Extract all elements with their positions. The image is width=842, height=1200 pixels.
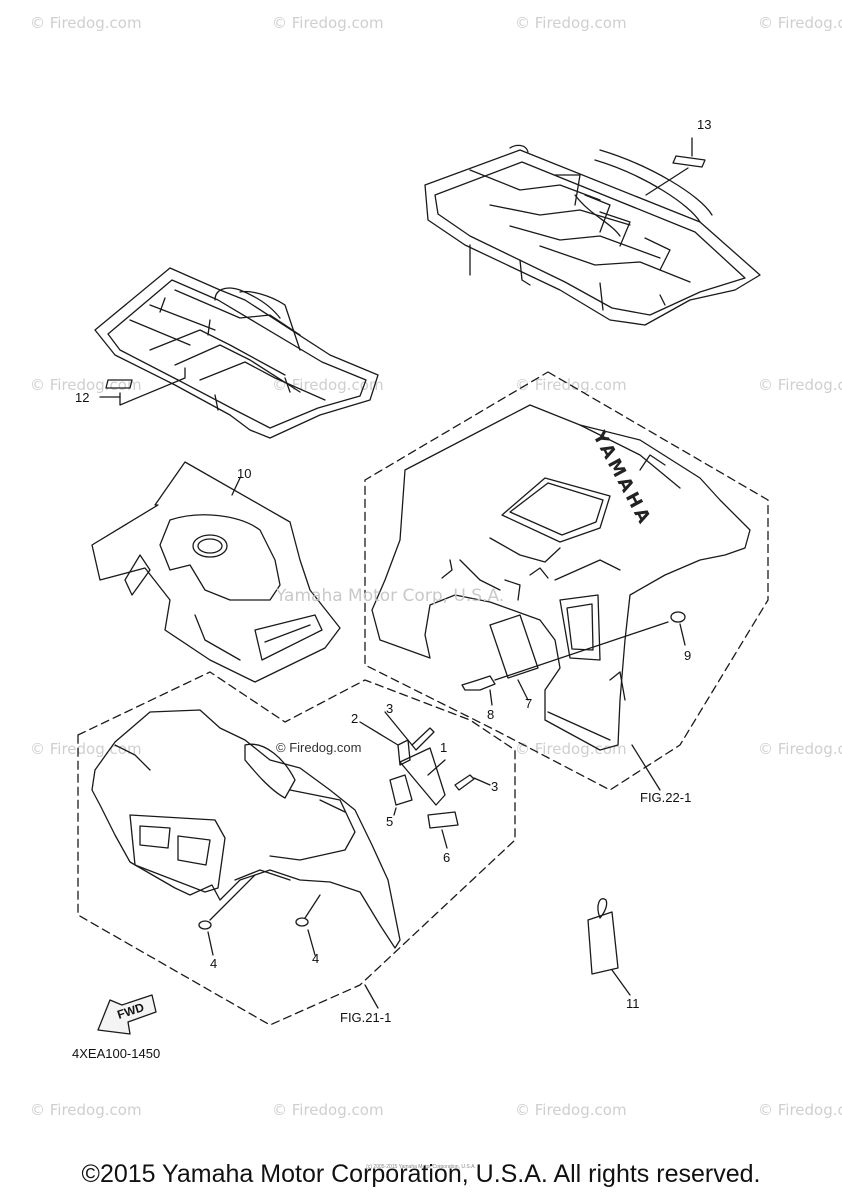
callout-6: 6 bbox=[443, 850, 451, 865]
part-7-flap bbox=[489, 614, 539, 701]
callout-8: 8 bbox=[487, 707, 495, 722]
callout-4: 4 bbox=[312, 951, 320, 966]
front-fender bbox=[91, 709, 401, 949]
part-4-washer-right bbox=[295, 894, 321, 956]
copyright-footer: ©2015 Yamaha Motor Corporation, U.S.A. A… bbox=[81, 1160, 761, 1188]
part-4-washer-left bbox=[198, 874, 256, 956]
diagram-code: 4XEA100-1450 bbox=[72, 1046, 161, 1061]
fig22-leader bbox=[631, 744, 661, 791]
callout-11: 11 bbox=[626, 996, 640, 1011]
part-8-rivet bbox=[461, 621, 669, 706]
fig-22-ref: FIG.22-1 bbox=[640, 790, 692, 805]
front-carrier bbox=[94, 267, 379, 439]
watermark: © Firedog.com bbox=[272, 14, 384, 32]
front-fender-box bbox=[77, 671, 516, 1026]
watermark: © Firedog.com bbox=[758, 14, 842, 32]
watermark: © Firedog.com bbox=[272, 1101, 384, 1119]
watermark: © Firedog.com bbox=[758, 740, 842, 758]
part-5-pad bbox=[389, 774, 413, 816]
part-1-plate bbox=[399, 747, 446, 806]
callout-3: 3 bbox=[386, 701, 394, 716]
fig21-leader bbox=[364, 984, 379, 1009]
fine-print: (c) 2005-2015 Yamaha Motor Corporation, … bbox=[366, 1164, 476, 1170]
callout-1: 1 bbox=[440, 740, 448, 755]
label-13 bbox=[645, 137, 706, 196]
part-10-panel bbox=[91, 461, 341, 683]
callout-5: 5 bbox=[386, 814, 394, 829]
part-6-label bbox=[427, 811, 459, 849]
fig-21-ref: FIG.21-1 bbox=[340, 1010, 392, 1025]
callout-7: 7 bbox=[525, 696, 533, 711]
watermark: © Firedog.com bbox=[30, 14, 142, 32]
part-9-washer bbox=[670, 611, 686, 646]
callout-3: 3 bbox=[491, 779, 499, 794]
watermark: © Firedog.com bbox=[758, 1101, 842, 1119]
callout-2: 2 bbox=[351, 711, 359, 726]
callout-10: 10 bbox=[237, 466, 252, 481]
callout-9: 9 bbox=[684, 648, 692, 663]
fwd-arrow bbox=[97, 994, 157, 1035]
watermark: © Firedog.com bbox=[515, 740, 627, 758]
part-3-bolt-top bbox=[384, 711, 435, 751]
part-3-bolt-right bbox=[454, 774, 491, 791]
watermark: © Firedog.com bbox=[515, 14, 627, 32]
label-12 bbox=[99, 367, 186, 406]
center-watermark-2: © Firedog.com bbox=[276, 740, 362, 755]
part-11-tag bbox=[587, 898, 631, 996]
rear-fender bbox=[371, 404, 751, 751]
rear-fender-box bbox=[364, 371, 769, 791]
center-watermark: Yamaha Motor Corp, U.S.A. bbox=[276, 586, 505, 606]
watermark: © Firedog.com bbox=[30, 1101, 142, 1119]
watermark: © Firedog.com bbox=[758, 376, 842, 394]
watermark: © Firedog.com bbox=[515, 1101, 627, 1119]
callout-12: 12 bbox=[75, 390, 90, 405]
rear-carrier bbox=[424, 144, 761, 326]
callout-13: 13 bbox=[697, 117, 712, 132]
callout-4: 4 bbox=[210, 956, 218, 971]
part-2-bracket bbox=[359, 721, 411, 766]
